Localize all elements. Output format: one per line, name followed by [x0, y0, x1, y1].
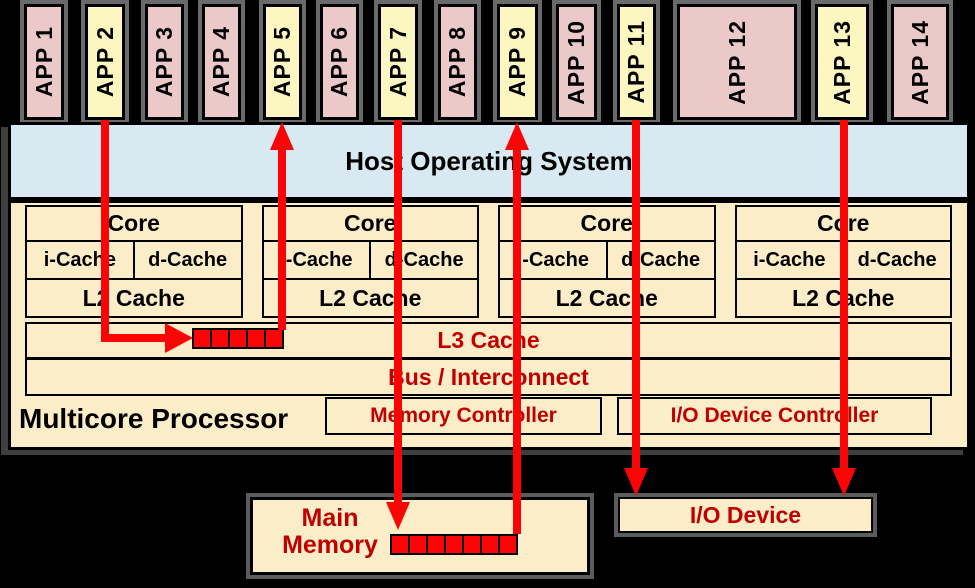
arrow-shaft — [101, 334, 167, 342]
cache-line-cell — [408, 534, 428, 555]
app-label: APP 9 — [504, 26, 530, 98]
icache-cell: i-Cache — [25, 240, 135, 280]
app-label: APP 7 — [384, 26, 411, 98]
app-label: APP 11 — [623, 20, 649, 104]
dcache-cell: d-Cache — [605, 240, 716, 280]
memory-controller-label: Memory Controller — [370, 404, 557, 427]
cache-line-cell — [228, 328, 248, 349]
app-box-8: APP 8 — [438, 4, 477, 120]
app-box-7: APP 7 — [378, 4, 418, 120]
arrow-shaft — [840, 120, 848, 470]
io-device-controller-label: I/O Device Controller — [670, 404, 879, 427]
dcache-cell: d-Cache — [842, 240, 952, 280]
app-box-13: APP 13 — [815, 4, 869, 120]
app-label: APP 14 — [906, 19, 933, 105]
arrow-head-icon — [386, 502, 410, 530]
host-os-label: Host Operating System — [345, 145, 633, 176]
cache-line-cell — [210, 328, 230, 349]
app-label: APP 2 — [91, 26, 118, 98]
app-box-2: APP 2 — [85, 4, 125, 120]
core-label: Core — [261, 205, 479, 242]
app-box-12: APP 12 — [677, 4, 797, 120]
cache-line-cell — [264, 328, 284, 349]
icache-cell: i-Cache — [734, 240, 845, 280]
app-box-6: APP 6 — [320, 4, 359, 120]
core-label: Core — [25, 205, 243, 242]
cache-line-cell — [462, 534, 482, 555]
cache-line-cell — [426, 534, 446, 555]
app-label: APP 3 — [151, 26, 177, 98]
app-label: APP 4 — [208, 26, 234, 98]
l3-cache-label: L3 Cache — [437, 327, 540, 353]
cache-line-cell — [192, 328, 212, 349]
app-label: APP 5 — [269, 26, 295, 98]
io-device-label: I/O Device — [689, 501, 802, 528]
app-label: APP 10 — [563, 19, 589, 105]
arrow-shaft — [394, 120, 402, 504]
l2-cache-cell: L2 Cache — [498, 278, 716, 318]
arrow-shaft — [632, 120, 640, 470]
memory-controller-box: Memory Controller — [325, 397, 602, 435]
app-label: APP 12 — [723, 19, 750, 105]
io-device-box: I/O Device — [618, 497, 873, 533]
l2-cache-cell: L2 Cache — [261, 278, 479, 318]
app-label: APP 8 — [444, 26, 470, 98]
host-os-band: Host Operating System — [8, 122, 970, 200]
l3-cache-line-cells — [192, 328, 284, 349]
app-label: APP 1 — [30, 26, 57, 98]
arrow-head-icon — [270, 122, 294, 150]
cache-line-cell — [480, 534, 500, 555]
arrow-shaft — [101, 120, 109, 342]
main-memory-line-cells — [390, 534, 518, 555]
app-box-3: APP 3 — [145, 4, 184, 120]
arrow-head-icon — [165, 323, 193, 353]
bus-interconnect-label: Bus / Interconnect — [388, 363, 589, 390]
cache-line-cell — [498, 534, 518, 555]
dcache-cell: d-Cache — [369, 240, 479, 280]
app-box-10: APP 10 — [556, 4, 597, 120]
io-device-controller-box: I/O Device Controller — [617, 397, 932, 435]
arrow-shaft — [278, 148, 286, 330]
cache-line-cell — [390, 534, 410, 555]
app-box-5: APP 5 — [263, 4, 302, 120]
main-memory-box: Main Memory — [250, 497, 590, 575]
app-box-9: APP 9 — [497, 4, 538, 120]
arrow-head-icon — [624, 468, 648, 496]
cache-line-cell — [246, 328, 266, 349]
dcache-cell: d-Cache — [132, 240, 243, 280]
l2-cache-cell: L2 Cache — [25, 278, 243, 318]
arrow-head-icon — [505, 122, 529, 150]
multicore-processor-label: Multicore Processor — [19, 403, 289, 434]
app-box-11: APP 11 — [617, 4, 656, 120]
cache-line-cell — [444, 534, 464, 555]
arrow-head-icon — [832, 468, 856, 496]
arrow-shaft — [513, 148, 521, 534]
app-box-1: APP 1 — [24, 4, 64, 120]
app-box-14: APP 14 — [891, 4, 949, 120]
app-box-4: APP 4 — [202, 4, 241, 120]
app-label: APP 13 — [828, 19, 855, 105]
core-label: Core — [498, 205, 716, 242]
main-memory-label: Main Memory — [282, 504, 378, 559]
bus-interconnect-row: Bus / Interconnect — [25, 358, 952, 396]
app-label: APP 6 — [326, 26, 352, 98]
